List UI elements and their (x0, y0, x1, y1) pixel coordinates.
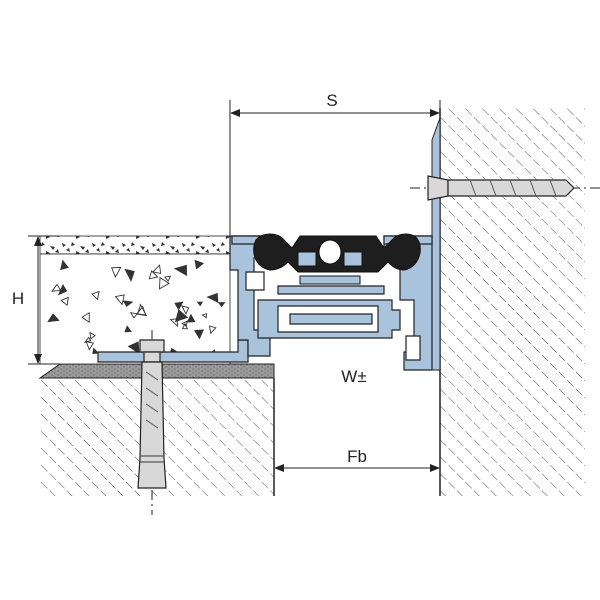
left-anchor-bolt (137, 330, 167, 515)
aggregate-speck (217, 302, 226, 308)
aggregate-speck (136, 305, 147, 316)
aggregate-speck (92, 347, 100, 354)
aggregate-speck (181, 322, 189, 330)
aggregate-speck (81, 311, 90, 324)
aggregate-speck (186, 313, 196, 323)
aggregate-speck (89, 331, 96, 340)
aggregate-speck (196, 301, 203, 307)
aggregate-speck (174, 301, 184, 311)
aggregate-speck (174, 309, 189, 323)
aggregate-speck (151, 264, 162, 274)
aggregate-speck (148, 270, 159, 280)
right-wall (439, 108, 585, 496)
label-w: W± (341, 367, 366, 386)
aggregate-speck (206, 292, 219, 303)
aggregate-speck (180, 305, 190, 315)
aggregate-speck (194, 329, 205, 340)
aggregate-speck (85, 340, 95, 351)
dimension-fb: Fb (274, 447, 440, 472)
aggregate-speck (194, 259, 205, 270)
wall-dowel (410, 175, 600, 201)
aggregate-speck (124, 268, 135, 283)
aggregate-speck (127, 341, 140, 355)
aggregate-speck (47, 313, 60, 323)
aggregate-speck (173, 264, 187, 276)
aggregate-speck (51, 283, 62, 292)
aggregate-speck (137, 303, 148, 317)
label-h: H (12, 289, 24, 308)
dimension-s: S (229, 91, 441, 236)
aggregate-speck (169, 318, 179, 328)
aggregate-speck (129, 312, 139, 319)
aggregate-speck (163, 275, 172, 282)
aggregate-speck (159, 276, 170, 290)
aggregate-speck (122, 300, 134, 307)
aggregate-speck (208, 325, 217, 335)
label-s: S (326, 91, 337, 110)
aggregate-speck (124, 325, 132, 333)
aggregate-speck (57, 283, 68, 296)
aggregate-speck (60, 259, 69, 271)
rubber-insert (253, 233, 421, 285)
concrete-topping (39, 235, 231, 365)
aggregate-speck (83, 336, 92, 344)
aggregate-speck (201, 313, 208, 319)
aggregate-speck (111, 266, 122, 279)
dimension-h: H (12, 235, 60, 365)
aggregate-speck (60, 296, 69, 307)
label-fb: Fb (347, 447, 367, 466)
wall-flange (431, 117, 441, 371)
aggregate-speck (114, 294, 125, 306)
aggregate-speck (91, 290, 100, 301)
